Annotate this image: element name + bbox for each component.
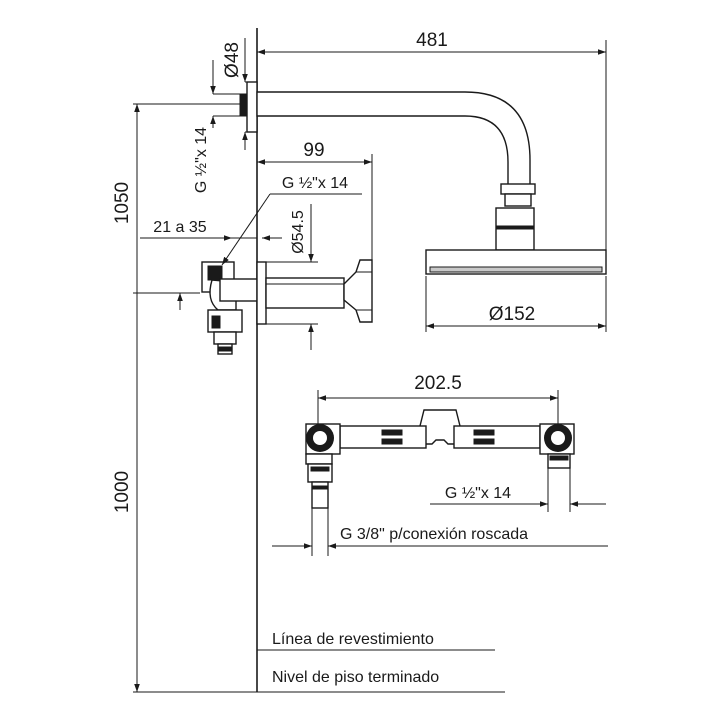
dim-wall-flange <box>242 38 251 150</box>
dim-escutcheon <box>266 204 318 350</box>
dim-mixer-inlet-thread-label: G 3/8" p/conexión roscada <box>340 526 528 543</box>
dim-valve-depth <box>257 154 373 260</box>
dim-mixer-outlet-thread-label: G ½"x 14 <box>445 485 511 502</box>
dim-mixer-width-label: 202.5 <box>414 373 462 394</box>
dim-arm-thread <box>210 60 240 128</box>
dim-arm-length-label: 481 <box>416 30 448 51</box>
wall-valve-side <box>201 259 373 355</box>
dim-valve-thread <box>221 193 362 266</box>
dim-arm-length <box>257 40 607 250</box>
dim-mixer-outlet-thread <box>430 468 606 512</box>
dim-valve-depth-label: 99 <box>303 140 324 161</box>
dim-shower-height-label: 1050 <box>112 182 133 224</box>
dim-valve-height <box>133 292 200 692</box>
dim-mixer-inlet-thread <box>272 508 608 556</box>
dim-head-diameter-label: Ø152 <box>489 304 535 325</box>
legend-wall-line: Línea de revestimiento <box>272 631 434 648</box>
dim-valve-height-label: 1000 <box>112 471 133 513</box>
dim-shower-height <box>133 103 240 293</box>
dim-arm-thread-label: G ½"x 14 <box>193 127 210 193</box>
dim-head-diameter <box>425 276 607 332</box>
dim-recess-range-label: 21 a 35 <box>153 219 206 236</box>
legend-floor-line: Nivel de piso terminado <box>272 669 439 686</box>
dim-escutcheon-label: Ø54.5 <box>290 210 307 254</box>
mixer-front-view <box>305 409 575 509</box>
dim-valve-thread-label: G ½"x 14 <box>282 175 348 192</box>
dim-wall-flange-label: Ø48 <box>222 42 243 78</box>
dim-mixer-width <box>317 390 559 424</box>
shower-head <box>425 207 607 275</box>
shower-arm <box>239 81 536 207</box>
